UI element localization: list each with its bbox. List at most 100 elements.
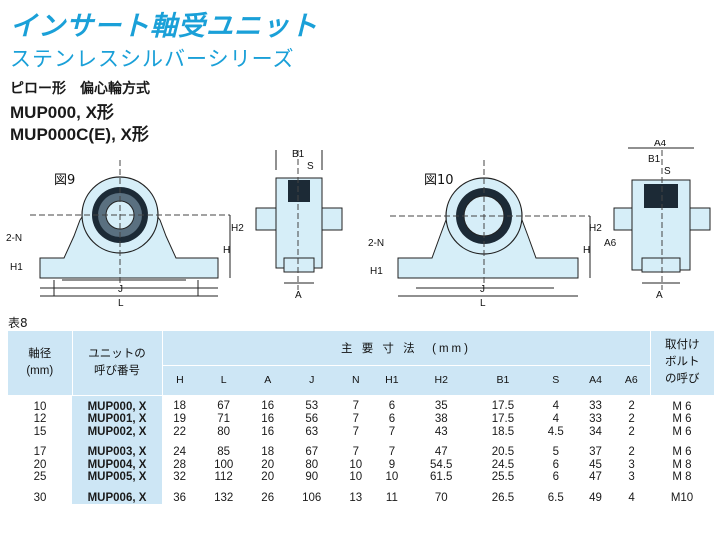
unit-number-cell: MUP003, X (72, 446, 162, 459)
bolt-size-cell: M 6 (672, 425, 692, 438)
dimension-cell: 33 (589, 413, 602, 425)
dimension-cell: 71 (217, 413, 231, 425)
dim-b1-10: B1 (648, 154, 661, 165)
dimension-cell: 7 (388, 425, 396, 438)
shaft-diameter-cell: 17 (33, 446, 47, 458)
dimension-cell: 6 (552, 471, 559, 483)
dimension-cell: 16 (261, 413, 275, 425)
dimension-cell: 20 (261, 458, 275, 471)
dimension-cell: 47 (434, 446, 448, 458)
technical-drawings: 図9 J L H2 H 2-N H1 B1 S A 図10 (6, 140, 711, 309)
type-line: ピロー形 偏心輪方式 (10, 81, 150, 97)
model-line-1: MUP000, X形 (10, 103, 114, 122)
fig10-front-view: 図10 J L H2 H 2-N H1 (368, 160, 602, 309)
dimension-cell: 67 (305, 446, 319, 458)
bolt-size-cell: M 8 (672, 458, 692, 471)
dimension-cell: 70 (434, 491, 448, 504)
fig9-side-view: B1 S A (255, 149, 343, 301)
table-caption: 表8 (8, 316, 28, 330)
dimension-cell: 7 (352, 413, 359, 425)
fig9-label: 図9 (54, 173, 75, 188)
dim-l: L (118, 298, 124, 309)
dimension-cell: 3 (628, 471, 635, 483)
dimension-cell: 132 (214, 491, 234, 504)
bolt-size-cell: M10 (670, 491, 694, 504)
shaft-diameter-cell: 25 (33, 471, 47, 483)
dimension-cell: 2 (628, 425, 635, 438)
fig9-front-view: 図9 J L H2 H 2-N H1 (6, 160, 244, 309)
dimension-cell: 24 (173, 446, 187, 458)
dimension-cell: 18 (173, 400, 187, 413)
dimension-cell: 26 (261, 491, 275, 504)
dimension-cell: 63 (305, 425, 319, 438)
bolt-size-cell: M 6 (672, 446, 692, 458)
dimension-cell: 32 (173, 471, 187, 483)
dimension-cell: 22 (173, 425, 187, 438)
dimension-cell: 80 (305, 458, 319, 471)
shaft-header-line2: (mm) (26, 364, 54, 377)
col-h: H (162, 365, 198, 395)
shaft-diameter-cell: 12 (33, 413, 47, 425)
dim-h: H (223, 245, 230, 256)
unit-number-cell: MUP001, X (72, 413, 162, 426)
dimension-cell: 47 (589, 471, 602, 483)
dimension-cell: 20 (261, 471, 275, 483)
dimension-cell: 6.5 (547, 491, 564, 504)
dim-2n: 2-N (6, 233, 22, 244)
dimension-cell: 34 (589, 425, 602, 438)
dimension-cell: 4.5 (547, 425, 564, 438)
dimension-cell: 61.5 (430, 471, 453, 483)
dimension-cell: 10 (349, 471, 363, 483)
dim-a-10: A (656, 290, 663, 301)
dimension-cell: 4 (552, 400, 559, 413)
col-a4: A4 (577, 365, 614, 395)
dim-j: J (118, 284, 123, 295)
dimension-cell: 6 (388, 413, 396, 425)
col-shaft-header: 軸径 (mm) (8, 331, 73, 396)
dim-b1: B1 (292, 149, 305, 160)
dimension-cell: 100 (214, 458, 234, 471)
dimension-cell: 56 (305, 413, 319, 425)
dimension-cell: 26.5 (491, 491, 515, 504)
dimension-cell: 2 (628, 446, 635, 458)
unit-number-cell: MUP000, X (72, 395, 162, 413)
dimension-cell: 18 (261, 446, 275, 458)
unit-number-cell: MUP006, X (72, 491, 162, 504)
fig10-label: 図10 (424, 173, 454, 188)
dim-h2: H2 (231, 223, 244, 234)
dimension-cell: 28 (173, 458, 187, 471)
dimension-cell: 38 (434, 413, 448, 425)
dimension-cell: 9 (388, 458, 396, 471)
dimension-cell: 45 (589, 458, 602, 471)
main-dimensions-header: 主 要 寸 法 (mm) (162, 331, 650, 366)
col-h2: H2 (410, 365, 473, 395)
dimension-cell: 16 (261, 425, 275, 438)
dimension-cell: 85 (217, 446, 231, 458)
dimension-cell: 17.5 (491, 400, 515, 413)
dim-j-10: J (480, 284, 485, 295)
dimension-cell: 16 (261, 400, 275, 413)
dimension-cell: 6 (552, 458, 559, 471)
dim-h1: H1 (10, 262, 23, 273)
dim-s-10: S (664, 166, 671, 177)
dim-a: A (295, 290, 302, 301)
model-line-2: MUP000C(E), X形 (10, 125, 149, 144)
dimension-cell: 3 (628, 458, 635, 471)
page-title: インサート軸受ユニット (10, 11, 318, 42)
dim-a6: A6 (604, 238, 617, 249)
dimension-cell: 2 (628, 400, 635, 413)
dimension-cell: 13 (349, 491, 363, 504)
dimension-cell: 2 (628, 413, 635, 425)
dimension-cell: 17.5 (491, 413, 515, 425)
spec-table: 軸径 (mm) ユニットの 呼び番号 主 要 寸 法 (mm) 取付け ボルト … (8, 331, 714, 504)
dimension-cell: 7 (352, 400, 359, 413)
dimension-cell: 106 (302, 491, 322, 504)
dimension-cell: 36 (173, 491, 187, 504)
bolt-size-cell: M 8 (672, 471, 692, 483)
col-a6: A6 (613, 365, 650, 395)
dimension-cell: 53 (305, 400, 319, 413)
